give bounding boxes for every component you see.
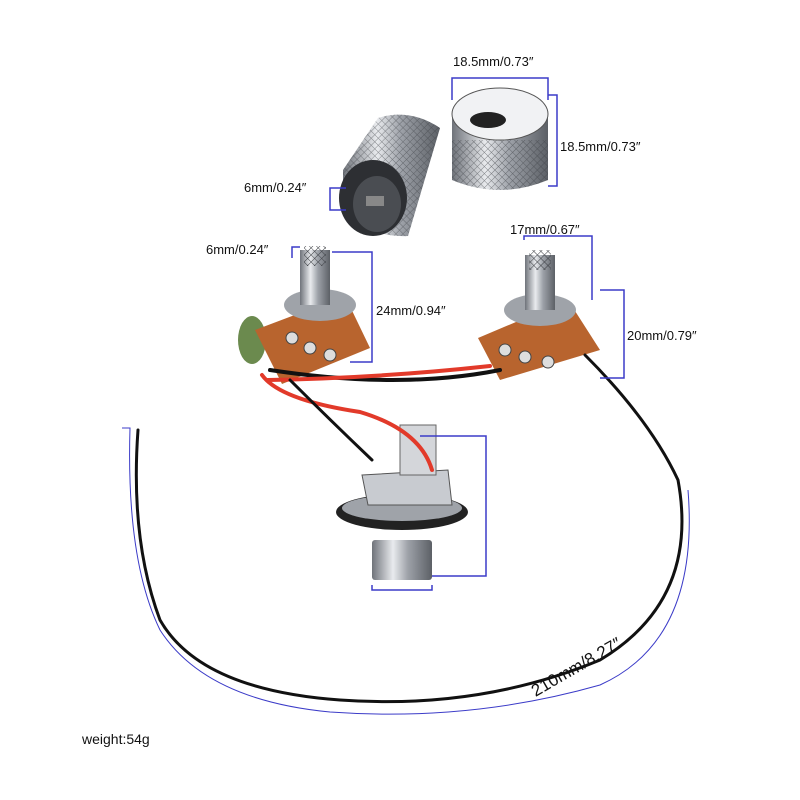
potentiometer-left [238, 246, 370, 384]
pot2-width-label: 17mm/0.67″ [510, 222, 580, 237]
knob-width-label: 18.5mm/0.73″ [453, 54, 534, 69]
shaft-diameter-label: 6mm/0.24″ [206, 242, 269, 257]
pot2-height-label: 20mm/0.79″ [627, 328, 697, 343]
knob-right [451, 87, 549, 190]
output-jack [336, 424, 468, 580]
knob-left [339, 114, 440, 237]
weight-label: weight:54g [82, 731, 150, 747]
knob-height-label: 18.5mm/0.73″ [560, 139, 641, 154]
wiring [134, 353, 684, 704]
knob-hole-label: 6mm/0.24″ [244, 180, 307, 195]
dimension-lines [122, 77, 690, 715]
potentiometer-right [478, 250, 600, 380]
pot1-height-label: 24mm/0.94″ [376, 303, 446, 318]
